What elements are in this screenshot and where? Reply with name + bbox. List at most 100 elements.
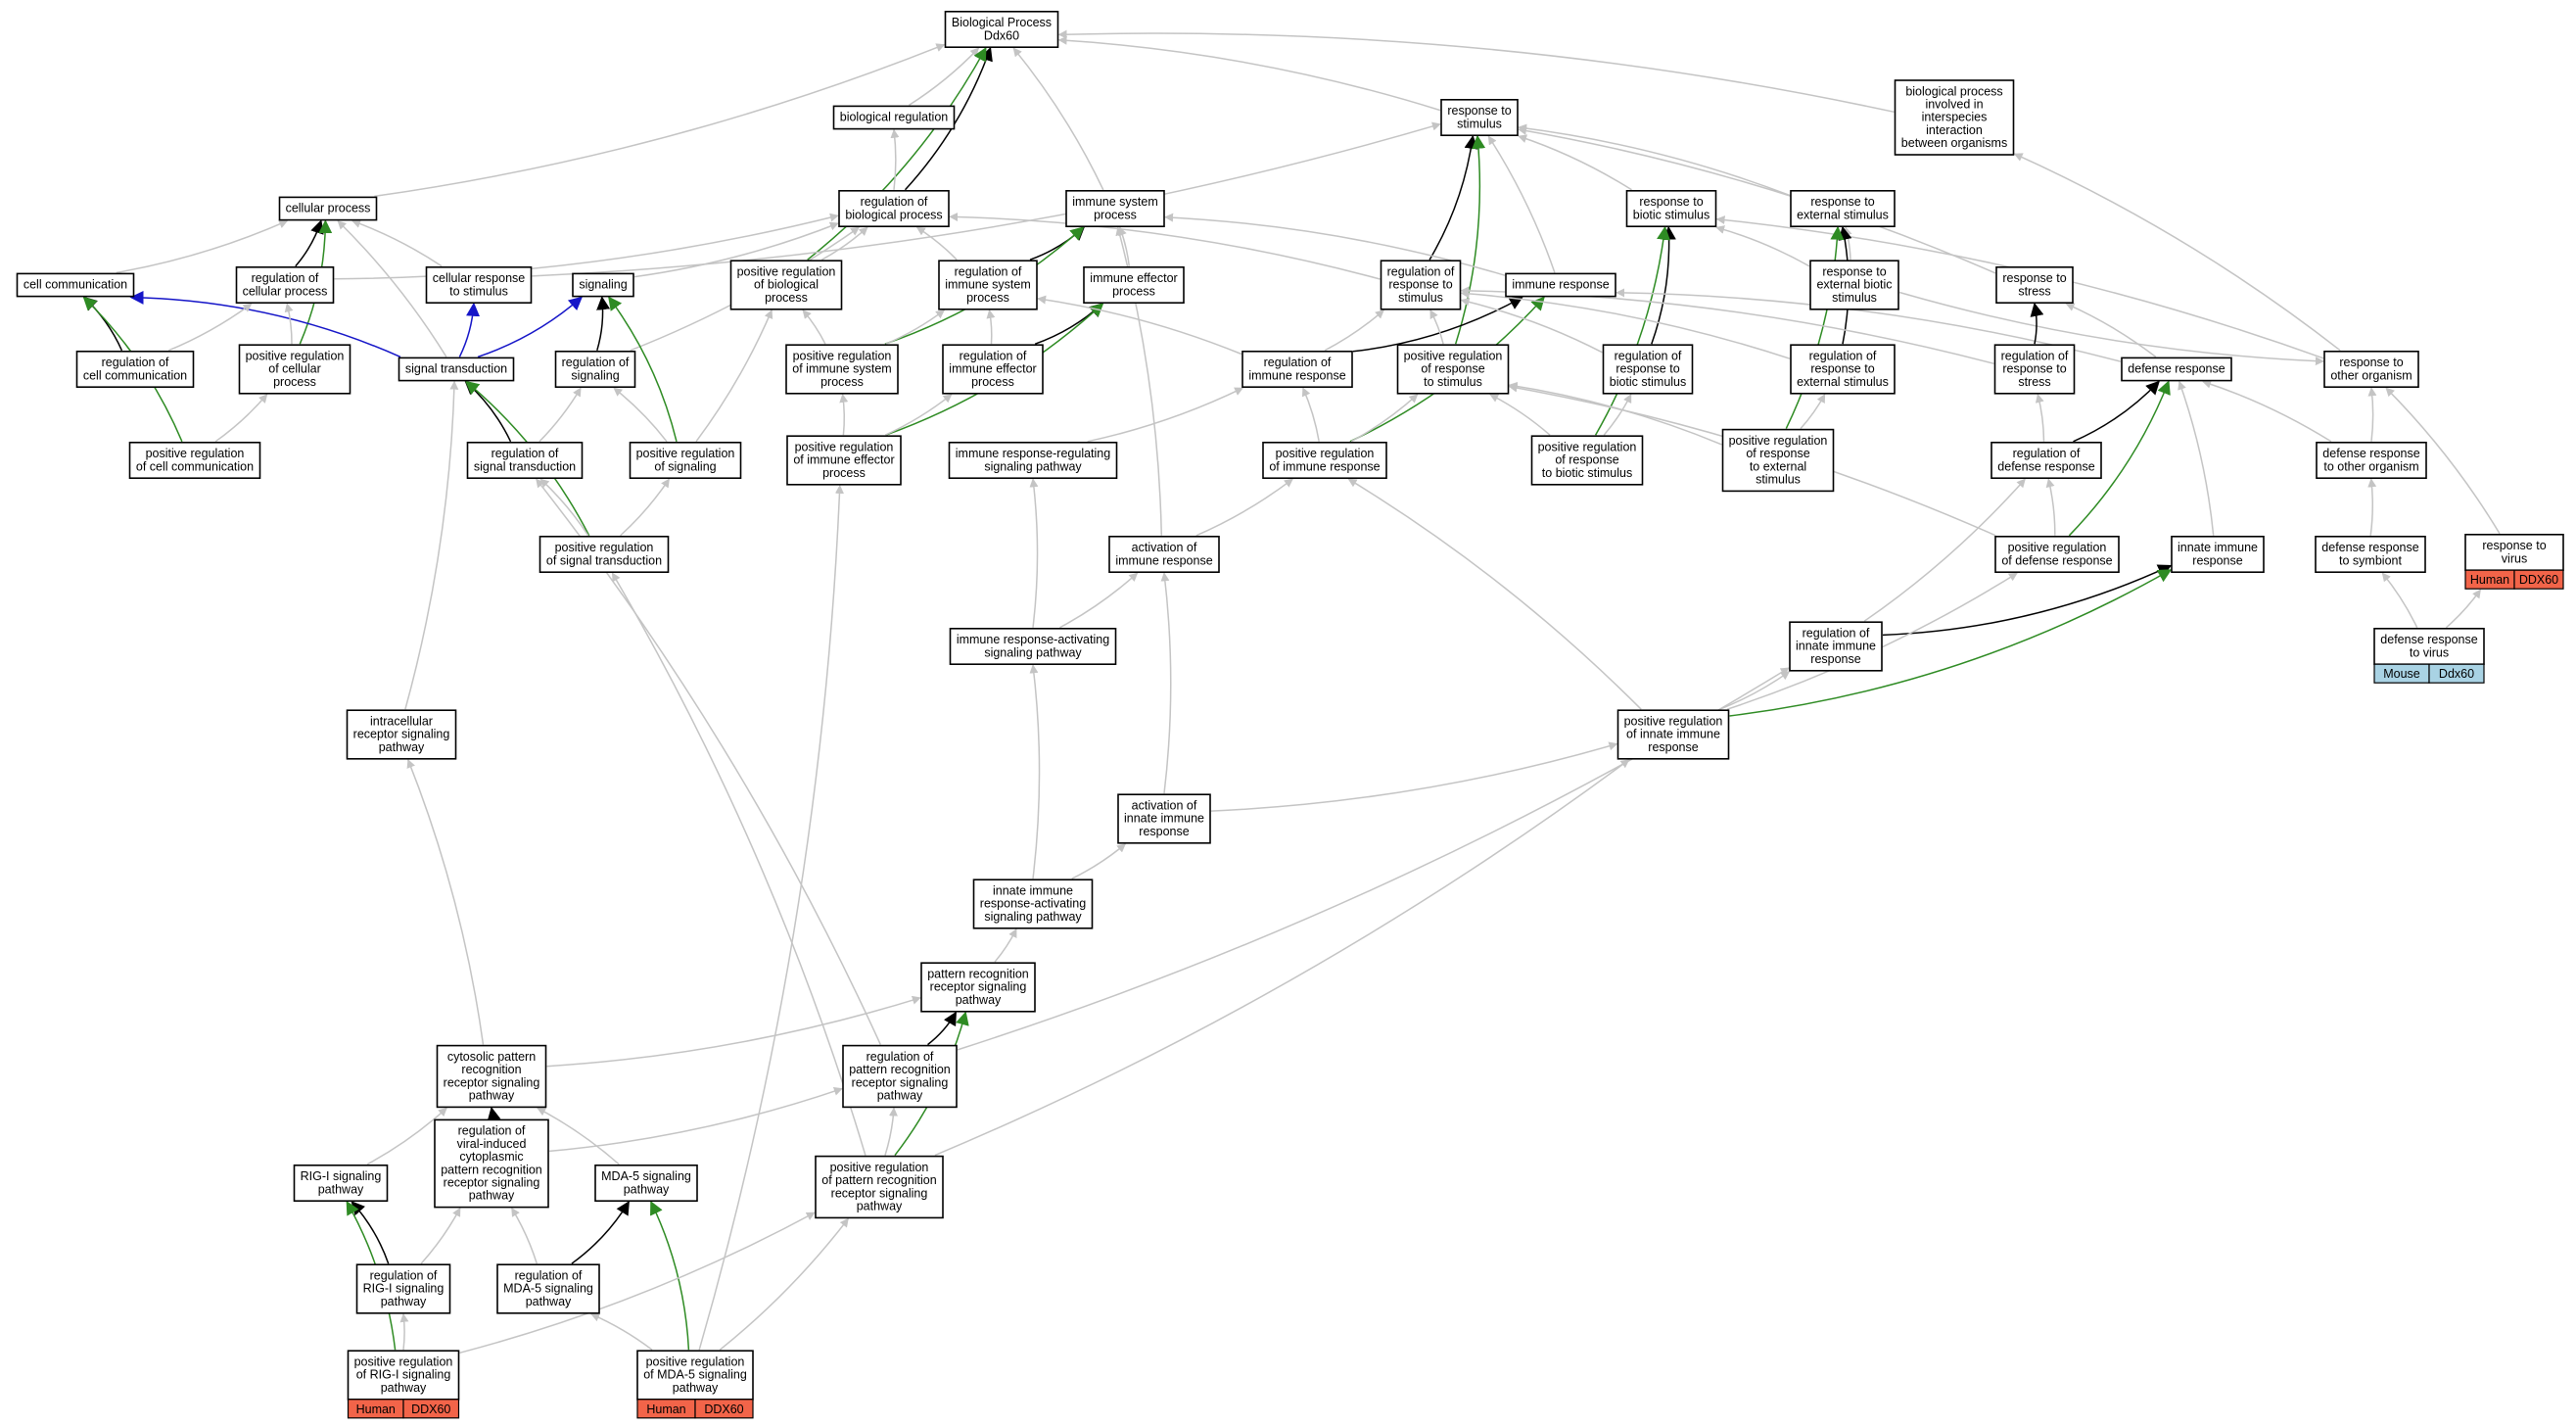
edge-regulates (596, 296, 611, 352)
go-term-cc[interactable]: cell communication (16, 272, 135, 298)
go-term-ir[interactable]: immune response (1505, 272, 1616, 298)
go-term-st[interactable]: signal transduction (398, 356, 515, 382)
edge-positively-regulates (807, 46, 987, 261)
edge-is-a (539, 387, 582, 443)
go-term-br[interactable]: biological regulation (832, 105, 956, 130)
edge-is-a (620, 478, 671, 537)
edge-is-a (1350, 394, 1419, 443)
edge-is-a (2045, 478, 2056, 536)
term-label-line: of pattern recognition (821, 1173, 936, 1187)
term-label-line: stimulus (1457, 117, 1502, 130)
term-box (1625, 190, 1717, 228)
term-label-line: external stimulus (1797, 208, 1889, 221)
term-label-line: viral-induced (457, 1137, 527, 1151)
edge-is-a (719, 1217, 849, 1351)
go-term-iiraspw[interactable]: innate immuneresponse-activatingsignalin… (972, 879, 1094, 929)
term-label-line: intracellular (370, 714, 433, 728)
gene-badge (2513, 569, 2564, 590)
edge-is-a (1059, 572, 1139, 629)
term-label-line: regulation of (515, 1268, 583, 1282)
edge-is-a (548, 1086, 843, 1153)
term-label-line: positive regulation (793, 349, 892, 362)
term-label-line: response to (1447, 104, 1511, 118)
go-term-cp[interactable]: cellular process (278, 196, 378, 221)
go-term-dr[interactable]: defense response (2121, 356, 2232, 382)
go-term-sig[interactable]: signaling (572, 272, 634, 298)
go-term-rvic[interactable]: regulation ofviral-inducedcytoplasmicpat… (434, 1118, 549, 1209)
term-box (2121, 356, 2232, 382)
edge-regulates (571, 1201, 630, 1264)
term-box (434, 1118, 549, 1209)
term-label-line: response to (2002, 271, 2066, 285)
term-label-line: stimulus (1832, 291, 1877, 305)
edge-is-a (2367, 387, 2377, 442)
term-label-line: pattern recognition (927, 967, 1029, 980)
term-label-line: RIG-I signaling (301, 1169, 382, 1183)
edge-regulates (1029, 226, 1086, 261)
edge-is-a (1460, 289, 1791, 359)
edge-is-a (2013, 153, 2341, 352)
edge-is-a (2385, 387, 2501, 535)
edge-regulates (351, 1201, 390, 1264)
term-label-line: response (2192, 553, 2242, 567)
